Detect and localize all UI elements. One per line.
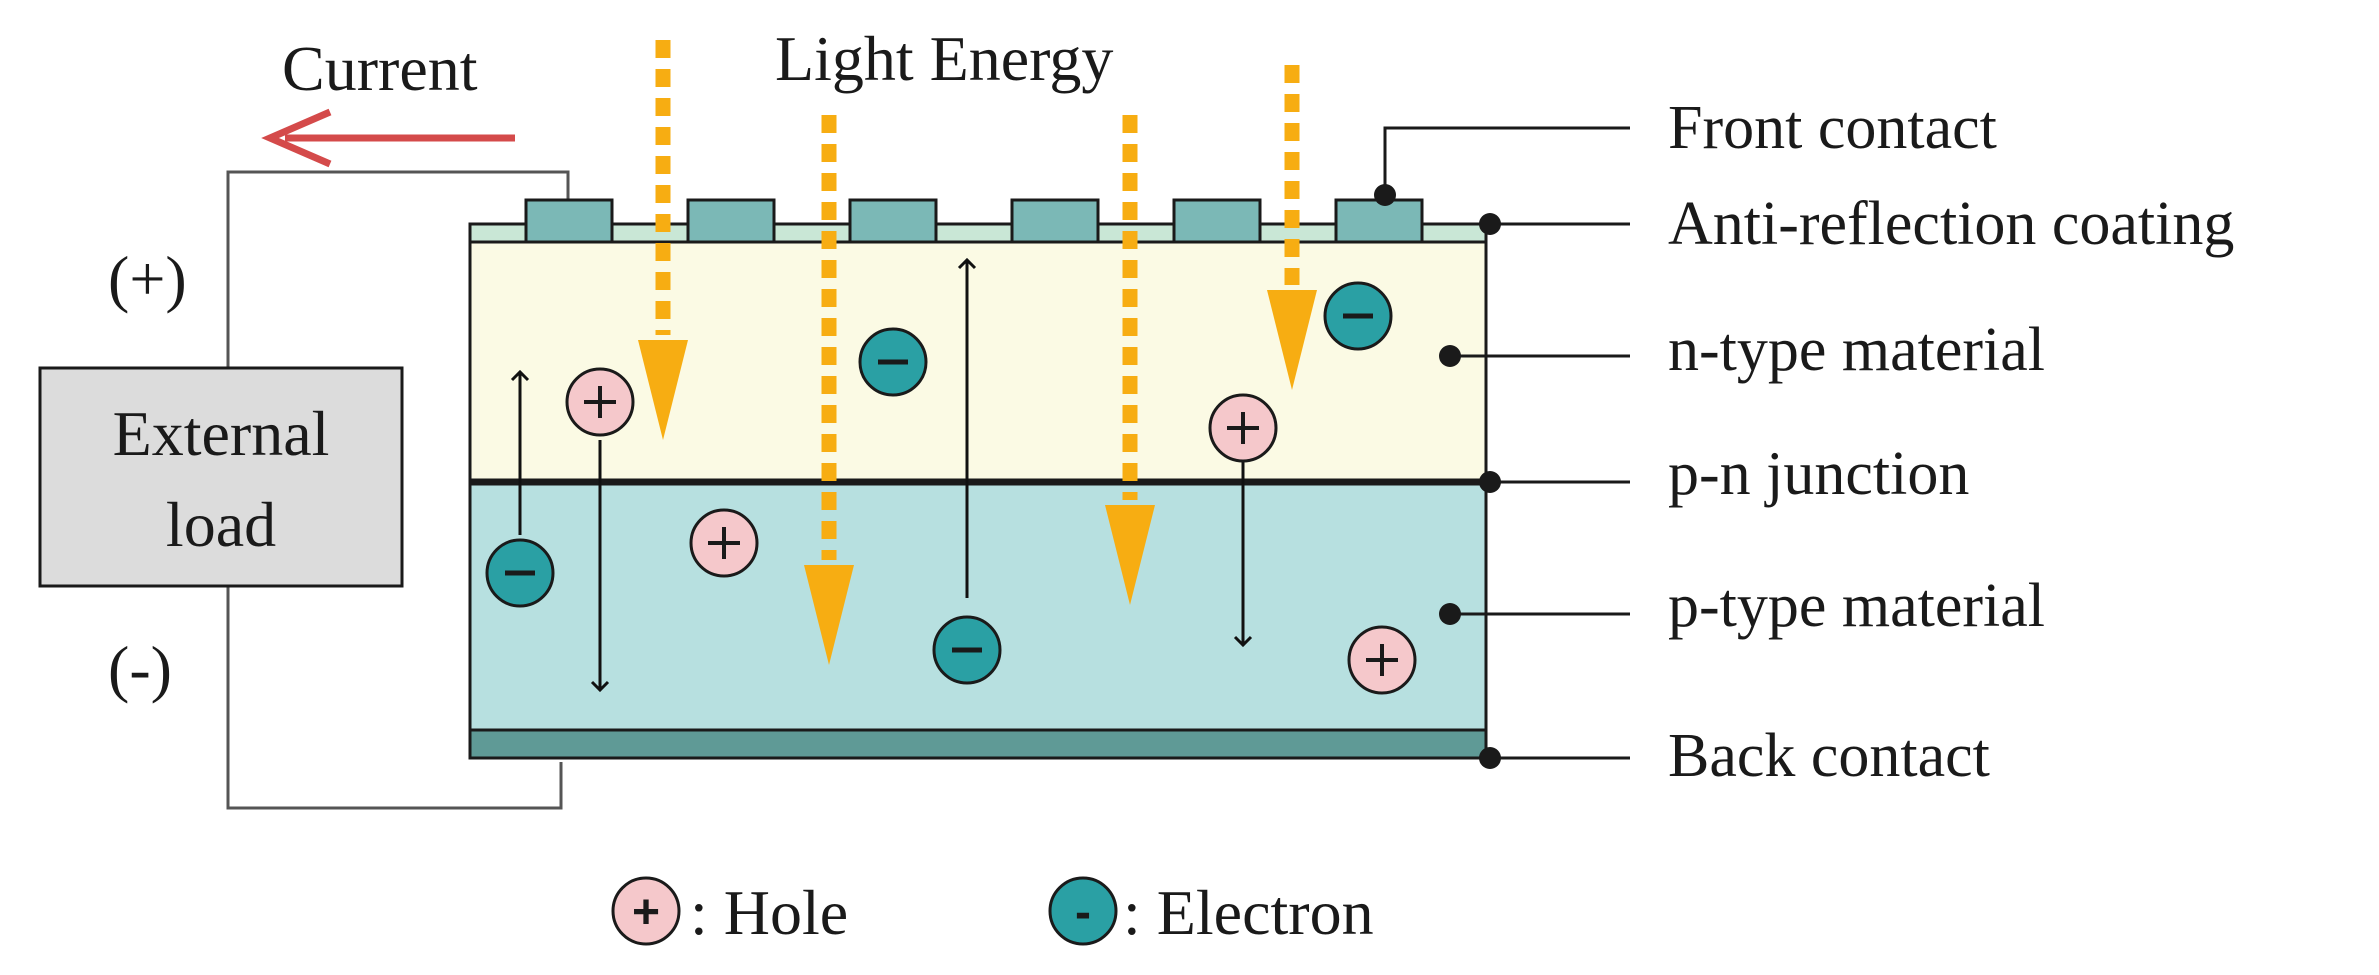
light-arrow-icon <box>804 115 854 665</box>
legend-hole-symbol: + <box>632 886 660 939</box>
solar-cell <box>468 198 1488 760</box>
current-label: Current <box>282 33 478 104</box>
plus-terminal-label: (+) <box>108 243 187 314</box>
external-load: External load <box>38 366 404 588</box>
front-contact-label: Front contact <box>1668 94 1997 162</box>
light-arrow-icon <box>1105 115 1155 605</box>
light-arrow-icon <box>1267 65 1317 390</box>
electron-icon <box>485 538 555 608</box>
minus-terminal-label: (-) <box>108 633 172 704</box>
n-type-layer <box>468 240 1488 484</box>
back-contact-label: Back contact <box>1668 722 1990 790</box>
external-load-label-line1: External <box>113 398 330 469</box>
holes <box>565 367 1417 695</box>
hole-icon <box>1347 625 1417 695</box>
electron-icon <box>932 615 1002 685</box>
n-type-label: n-type material <box>1668 316 2045 384</box>
legend-electron-label: : Electron <box>1123 877 1374 948</box>
leader-dots <box>1374 184 1501 769</box>
carrier-motion-arrows <box>510 257 1253 693</box>
p-type-layer <box>468 480 1488 732</box>
external-load-label-line2: load <box>166 489 276 560</box>
electron-icon <box>1323 281 1393 351</box>
anti-reflection-label: Anti-reflection coating <box>1668 190 2234 258</box>
p-type-label: p-type material <box>1668 572 2045 640</box>
legend-electron-icon: - <box>1048 876 1118 946</box>
anti-reflection-layer <box>468 222 1488 244</box>
hole-icon <box>1208 393 1278 463</box>
front-contact-leader <box>1383 126 1630 195</box>
front-contact-fingers <box>524 198 1424 244</box>
circuit-wire <box>226 170 570 810</box>
hole-icon <box>565 367 635 437</box>
legend-hole-icon: + <box>611 876 681 946</box>
current-arrow-icon <box>261 108 515 168</box>
light-arrow-icon <box>638 40 688 440</box>
light-arrows <box>638 40 1317 665</box>
light-energy-label: Light Energy <box>775 23 1113 94</box>
back-contact-layer <box>468 728 1488 760</box>
legend: + : Hole - : Electron <box>611 876 1374 948</box>
electron-icon <box>858 327 928 397</box>
hole-icon <box>689 508 759 578</box>
leader-lines <box>1383 126 1630 760</box>
legend-electron-symbol: - <box>1075 886 1091 939</box>
pn-junction-label: p-n junction <box>1668 440 1969 508</box>
legend-hole-label: : Hole <box>690 877 848 948</box>
electrons <box>485 281 1393 685</box>
